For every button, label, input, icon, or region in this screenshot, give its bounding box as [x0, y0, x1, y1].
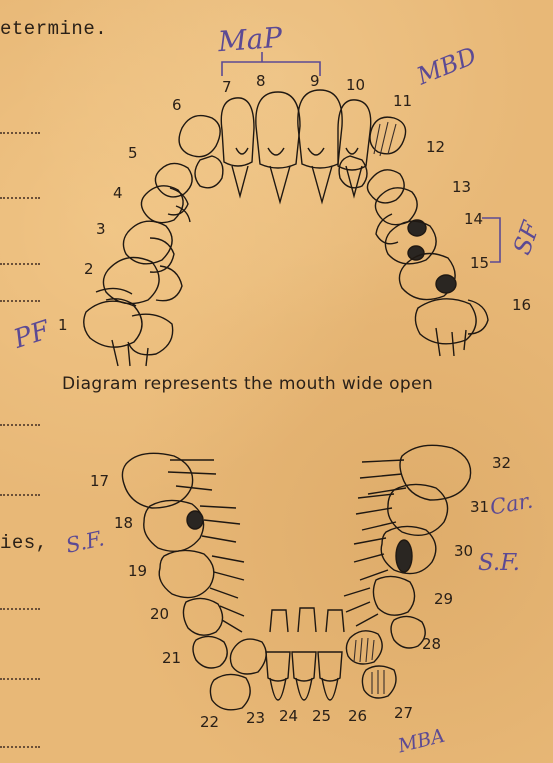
tooth-number-25: 25 [312, 709, 331, 724]
filling [408, 246, 424, 260]
tooth-number-14: 14 [464, 212, 483, 227]
tooth-number-11: 11 [393, 94, 412, 109]
tooth-number-6: 6 [172, 98, 182, 113]
tooth-number-4: 4 [113, 186, 123, 201]
tooth-number-18: 18 [114, 516, 133, 531]
tooth-number-27: 27 [394, 706, 413, 721]
tooth-number-1: 1 [58, 318, 68, 333]
tooth-number-23: 23 [246, 711, 265, 726]
tooth-number-16: 16 [512, 298, 531, 313]
tooth-number-20: 20 [150, 607, 169, 622]
tooth-number-32: 32 [492, 456, 511, 471]
tooth-7 [221, 98, 254, 166]
tooth-number-10: 10 [346, 78, 365, 93]
tooth-number-28: 28 [422, 637, 441, 652]
tooth-number-24: 24 [279, 709, 298, 724]
tooth-number-15: 15 [470, 256, 489, 271]
tooth-6 [179, 116, 220, 157]
tooth-24 [266, 652, 290, 700]
lower-arch [122, 445, 470, 709]
tooth-number-29: 29 [434, 592, 453, 607]
tooth-number-5: 5 [128, 146, 138, 161]
tooth-29 [373, 576, 414, 615]
tooth-number-31: 31 [470, 500, 489, 515]
tooth-number-13: 13 [452, 180, 471, 195]
tooth-5 [155, 163, 192, 196]
tooth-number-17: 17 [90, 474, 109, 489]
upper-arch [84, 90, 488, 366]
tooth-28 [391, 616, 425, 648]
filling [436, 275, 456, 293]
tooth-25 [292, 652, 316, 700]
tooth-number-12: 12 [426, 140, 445, 155]
tooth-8 [256, 92, 300, 168]
tooth-27 [346, 631, 382, 664]
tooth-2 [103, 258, 159, 304]
tooth-9 [298, 90, 342, 168]
tooth-20 [183, 598, 222, 635]
tooth-number-22: 22 [200, 715, 219, 730]
tooth-number-2: 2 [84, 262, 94, 277]
tooth-number-26: 26 [348, 709, 367, 724]
tooth-19 [159, 550, 214, 597]
filling [187, 511, 203, 529]
tooth-number-21: 21 [162, 651, 181, 666]
tooth-number-9: 9 [310, 74, 320, 89]
tooth-number-8: 8 [256, 74, 266, 89]
tooth-13 [375, 188, 417, 225]
tooth-1 [84, 301, 142, 347]
annotation-map: MaP [217, 24, 283, 56]
tooth-26 [318, 652, 342, 700]
tooth-number-3: 3 [96, 222, 106, 237]
tooth-32 [400, 445, 471, 500]
tooth-21 [193, 636, 227, 668]
tooth-12 [367, 170, 404, 203]
annotation-sf-lower-right: S.F. [478, 552, 520, 575]
tooth-number-19: 19 [128, 564, 147, 579]
tooth-16 [415, 299, 476, 344]
tooth-number-30: 30 [454, 544, 473, 559]
tooth-22 [210, 674, 250, 709]
tooth-number-7: 7 [222, 80, 232, 95]
tooth-23 [230, 639, 266, 674]
bracket-upper-front [222, 62, 320, 76]
filling [396, 540, 412, 572]
diagram-caption: Diagram represents the mouth wide open [62, 374, 532, 394]
tooth-17 [122, 453, 192, 508]
